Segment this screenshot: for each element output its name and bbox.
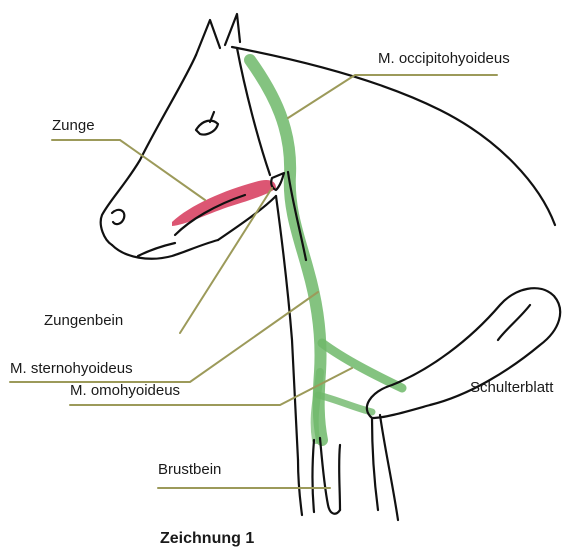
leader-occipitohyoideus [288, 75, 497, 118]
leg-front [339, 445, 340, 510]
label-omohyoideus: M. omohyoideus [70, 382, 180, 400]
hyoid-bone [271, 173, 284, 190]
scapula [367, 288, 560, 418]
leader-lines [10, 75, 497, 488]
chin-line [138, 243, 175, 256]
sternum-mid [320, 438, 340, 514]
nostril [112, 210, 124, 224]
label-schulterblatt: Schulterblatt [470, 379, 553, 397]
label-zunge: Zunge [52, 117, 95, 135]
scapula-highlight [498, 305, 530, 340]
green-muscle-bands [250, 60, 402, 440]
muscle-sternohyoideus-band [250, 60, 322, 440]
muscle-omohyoideus-band [322, 343, 402, 388]
sternum-right [313, 440, 315, 512]
mouth-line [112, 240, 218, 259]
figure-caption: Zeichnung 1 [160, 530, 254, 548]
leader-zunge [52, 140, 205, 200]
leg-right-b [380, 415, 398, 520]
leg-right-a [372, 418, 378, 510]
crest-line [232, 47, 555, 225]
ear-right [225, 14, 240, 45]
ear-left [196, 20, 220, 55]
label-occipitohyoideus: M. occipitohyoideus [378, 50, 510, 68]
label-sternohyoideus: M. sternohyoideus [10, 360, 133, 378]
label-brustbein: Brustbein [158, 461, 221, 479]
label-zungenbein: Zungenbein [44, 312, 123, 330]
eye [196, 121, 218, 135]
muscle-omohyoideus-band-lower [318, 395, 372, 412]
